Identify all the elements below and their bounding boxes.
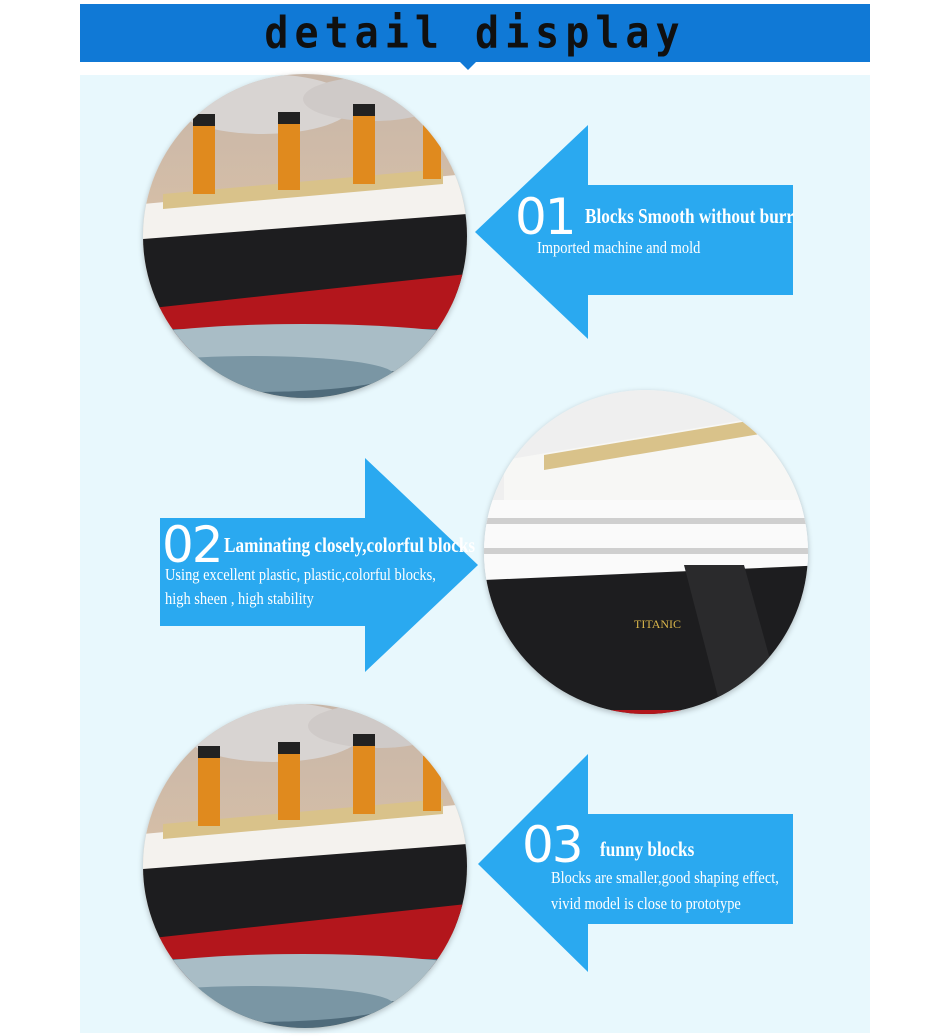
ship-photo-2: TITANIC [484,390,808,714]
feature-arrow-2 [160,458,480,673]
feature-number-3: 03 [522,816,584,874]
feature-arrow-1 [475,125,795,340]
hull-name: TITANIC [634,617,681,631]
feature-arrow-3 [478,754,798,974]
feature-desc-3-line-1: Blocks are smaller,good shaping effect, [551,868,779,887]
page-title: detail display [264,7,686,59]
feature-number-1: 01 [515,188,577,246]
feature-title-1: Blocks Smooth without burr [585,204,795,228]
feature-desc-3-line-2: vivid model is close to prototype [551,894,741,913]
ship-photo-3 [143,704,467,1028]
feature-title-3: funny blocks [600,837,695,861]
feature-desc-2-line-2: high sheen , high stability [165,589,314,608]
feature-title-2: Laminating closely,colorful blocks [224,533,476,557]
feature-desc-2-line-1: Using excellent plastic, plastic,colorfu… [165,565,436,584]
header-banner: detail display [80,4,870,62]
feature-desc-1-line-1: Imported machine and mold [537,238,701,257]
feature-number-2: 02 [162,516,224,574]
ship-photo-1 [143,74,467,398]
banner-pointer [458,60,478,70]
